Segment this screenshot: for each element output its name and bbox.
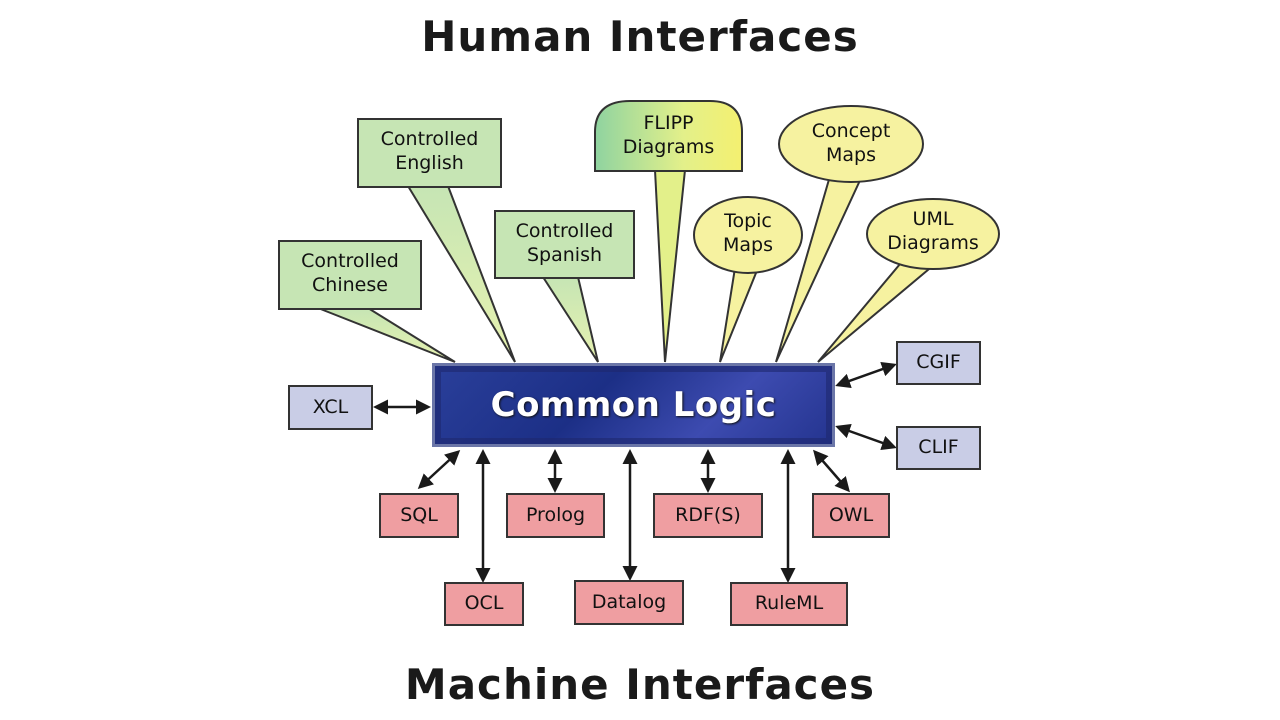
controlled-english-box	[357, 118, 502, 188]
concept-maps-bubble	[778, 105, 924, 183]
controlled-spanish-label: Controlled Spanish	[515, 220, 614, 266]
ocl-box: OCL	[444, 582, 524, 626]
arrow-sql	[417, 449, 461, 490]
controlled-chinese-tail	[317, 307, 456, 363]
cgif-box: CGIF	[896, 341, 981, 385]
clif-box: CLIF	[896, 426, 981, 470]
arrow-owl	[813, 449, 850, 493]
prolog-box: Prolog	[506, 493, 605, 538]
topic-maps-bubble	[693, 196, 803, 274]
xcl-box: XCL	[288, 385, 373, 430]
common-logic-core: Common Logic	[432, 363, 835, 447]
topic-maps-label: Topic Maps	[723, 210, 773, 256]
owl-box: OWL	[812, 493, 890, 538]
flipp-diagrams-tail	[653, 169, 687, 363]
arrow-clif	[835, 423, 897, 451]
sql-box: SQL	[379, 493, 459, 538]
ruleml-box: RuleML	[730, 582, 848, 626]
concept-maps-label: Concept Maps	[811, 120, 891, 166]
uml-diagrams-bubble	[866, 198, 1000, 270]
controlled-english-label: Controlled English	[380, 128, 479, 174]
rdfs-box: RDF(S)	[653, 493, 763, 538]
controlled-spanish-tail	[541, 276, 599, 363]
human-interfaces-title: Human Interfaces	[421, 12, 859, 61]
controlled-chinese-label: Controlled Chinese	[301, 250, 399, 296]
common-logic-label: Common Logic	[490, 385, 777, 425]
machine-interfaces-title: Machine Interfaces	[404, 660, 876, 709]
controlled-spanish-box	[494, 210, 635, 279]
flipp-diagrams-label: FLIPP Diagrams	[622, 112, 715, 158]
controlled-chinese-box	[278, 240, 422, 310]
uml-diagrams-label: UML Diagrams	[887, 208, 979, 254]
topic-maps-tail	[719, 267, 760, 363]
datalog-box: Datalog	[574, 580, 684, 625]
arrow-cgif	[835, 361, 897, 389]
flipp-diagrams-bubble	[594, 100, 743, 172]
